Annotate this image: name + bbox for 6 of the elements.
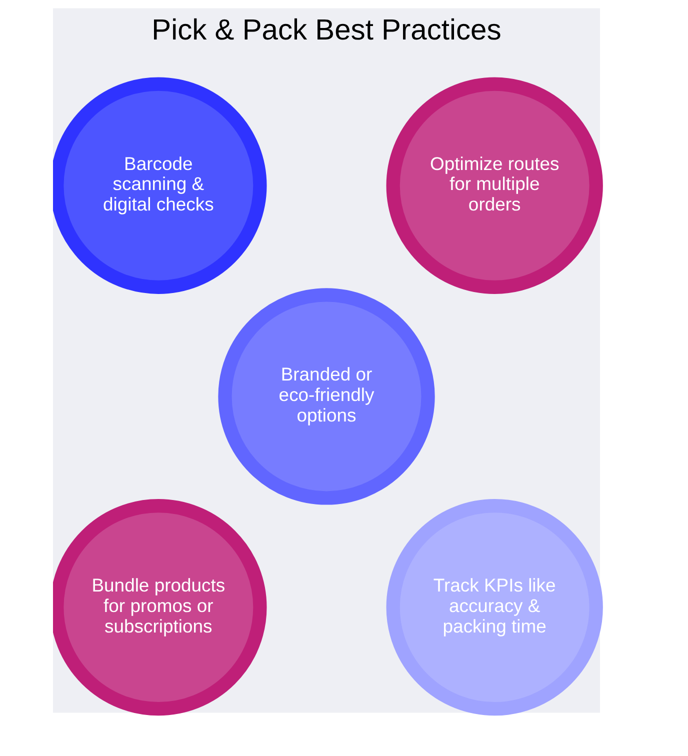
node-circle: Bundle products for promos or subscriptions [53,498,267,716]
node-circle: Branded or eco-friendly options [218,288,435,505]
node-circle: Track KPIs like accuracy & packing time [386,498,603,716]
node-circle: Barcode scanning & digital checks [53,77,267,294]
diagram-title: Pick & Pack Best Practices [152,14,502,46]
node-circle: Optimize routes for multiple orders [386,77,603,294]
